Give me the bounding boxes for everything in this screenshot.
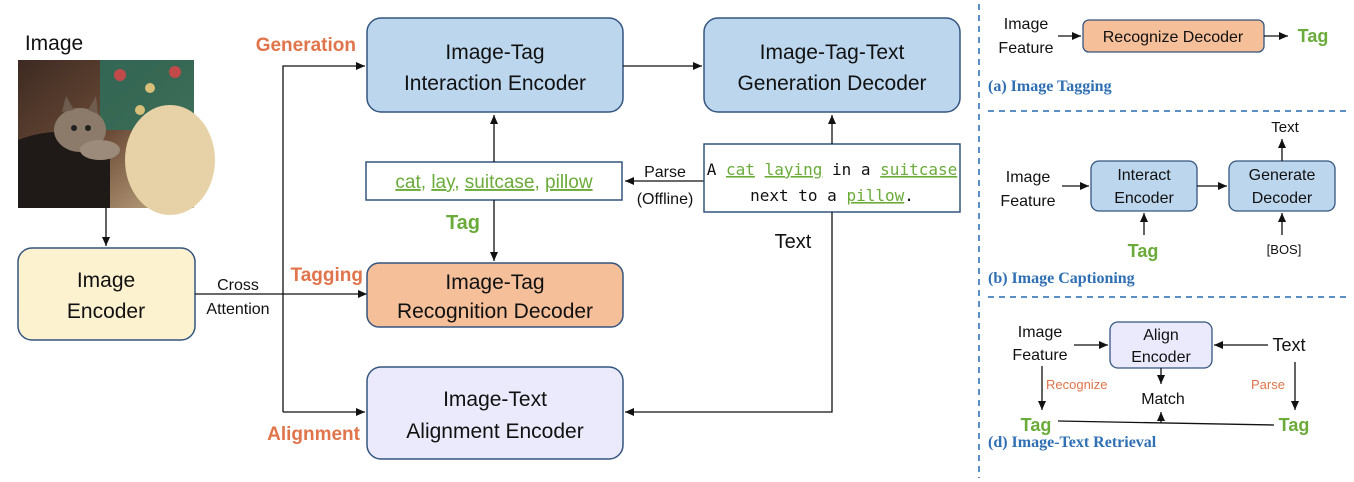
d-tag-link-line	[1057, 420, 1275, 426]
b-input-line1: Image	[1006, 169, 1051, 186]
b-input-line2: Feature	[1000, 193, 1055, 210]
alignment-encoder-line1: Image-Text	[443, 388, 547, 411]
alignment-encoder-box	[366, 366, 624, 460]
text-to-alignment-arrow	[625, 212, 833, 416]
tagging-label: Tagging	[291, 265, 363, 286]
b-interact-line1: Interact	[1117, 167, 1171, 184]
image-encoder-box	[17, 247, 196, 341]
a-caption: (a) Image Tagging	[988, 78, 1112, 95]
a-input-line1: Image	[1004, 16, 1049, 33]
d-align-line1: Align	[1143, 327, 1179, 344]
alignment-encoder-line2: Alignment Encoder	[406, 420, 583, 443]
parse-label: Parse	[644, 164, 686, 181]
interaction-encoder-box	[366, 17, 624, 113]
interaction-encoder-line2: Interaction Encoder	[404, 72, 586, 95]
b-bos-input: [BOS]	[1267, 242, 1302, 257]
trunk-to-interaction-arrow	[282, 62, 365, 412]
tag-item: cat	[395, 172, 421, 193]
cross-label: Cross	[217, 277, 259, 294]
caption-tag: suitcase	[880, 160, 957, 179]
caption-word: A	[707, 160, 726, 179]
d-tag-left: Tag	[1021, 415, 1052, 435]
interaction-encoder-line1: Image-Tag	[445, 41, 544, 64]
caption-word: .	[904, 186, 914, 205]
attention-label: Attention	[206, 301, 269, 318]
d-caption: (d) Image-Text Retrieval	[988, 434, 1157, 451]
d-parse-label: Parse	[1251, 377, 1285, 392]
d-align-line2: Encoder	[1131, 349, 1191, 366]
tag-item: suitcase	[465, 172, 535, 193]
b-caption: (b) Image Captioning	[988, 270, 1135, 287]
caption-tag: cat	[726, 160, 755, 179]
generation-decoder-box	[703, 17, 961, 113]
caption-word	[755, 160, 765, 179]
image-encoder-line1: Image	[77, 269, 135, 292]
d-match-label: Match	[1141, 391, 1185, 408]
text-label: Text	[775, 231, 812, 253]
tag-list-box	[365, 161, 623, 201]
tag-label: Tag	[446, 212, 480, 234]
b-interact-line2: Encoder	[1114, 190, 1174, 207]
b-tag-input: Tag	[1128, 241, 1159, 261]
generation-decoder-line2: Generation Decoder	[737, 72, 926, 95]
d-text-input: Text	[1272, 335, 1305, 355]
image-label: Image	[25, 32, 83, 55]
a-input-line2: Feature	[998, 40, 1053, 57]
alignment-label: Alignment	[267, 424, 361, 445]
recognition-decoder-line1: Image-Tag	[445, 271, 544, 294]
cat-photo	[18, 60, 215, 215]
generation-decoder-line1: Image-Tag-Text	[760, 41, 905, 64]
caption-word: next to a	[750, 186, 846, 205]
b-generate-line1: Generate	[1249, 167, 1316, 184]
caption-line1: A cat laying in a suitcase	[707, 160, 957, 179]
tag-item: pillow	[545, 172, 593, 193]
recognition-decoder-box	[366, 262, 624, 328]
d-input-line2: Feature	[1012, 347, 1067, 364]
caption-tag: pillow	[846, 186, 904, 205]
tag-separator: ,	[534, 172, 545, 193]
tag-list: cat, lay, suitcase, pillow	[395, 172, 592, 193]
caption-tag: laying	[765, 160, 823, 179]
caption-line2: next to a pillow.	[750, 186, 914, 205]
b-text-output: Text	[1271, 119, 1299, 136]
recognition-decoder-line2: Recognition Decoder	[397, 300, 593, 323]
b-generate-line2: Decoder	[1252, 190, 1313, 207]
offline-label: (Offline)	[637, 191, 694, 208]
generation-label: Generation	[256, 35, 356, 56]
tag-item: lay	[431, 172, 456, 193]
caption-word: in a	[822, 160, 880, 179]
d-tag-right: Tag	[1279, 415, 1310, 435]
tag-separator: ,	[421, 172, 432, 193]
d-input-line1: Image	[1018, 324, 1063, 341]
image-encoder-line2: Encoder	[67, 300, 145, 323]
tag-separator: ,	[454, 172, 465, 193]
a-recognize-decoder-label: Recognize Decoder	[1103, 29, 1244, 46]
d-recognize-label: Recognize	[1046, 377, 1107, 392]
a-tag-output: Tag	[1298, 26, 1329, 46]
